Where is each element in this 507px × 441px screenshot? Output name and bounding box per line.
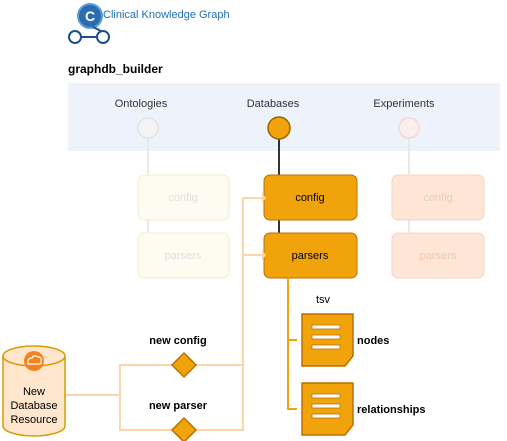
category-ontologies-label: Ontologies [115,98,168,110]
database-cylinder-icon [2,356,66,437]
ontologies-config-label: config [168,192,197,204]
relationships-connector [287,340,297,410]
file-icon [301,313,354,367]
experiments-config-label: config [423,192,452,204]
logo-initial: C [85,8,95,24]
cloud-icon [24,351,44,371]
experiments-parsers-label: parsers [420,250,457,262]
output-format-label: tsv [316,294,331,306]
diagram-title: graphdb_builder [68,62,163,76]
experiments-config-box[interactable] [391,174,485,221]
ontologies-parsers-label: parsers [165,250,202,262]
ckg-logo: C Clinical Knowledge Graph [68,3,230,44]
category-bar [68,83,500,151]
ontologies-parsers-box[interactable] [137,232,230,279]
databases-config-label: config [295,192,324,204]
category-experiments-label: Experiments [373,98,435,110]
logo-node-icon [68,30,82,44]
nodes-connector [287,278,297,341]
nodes-file[interactable] [301,313,354,367]
relationships-file[interactable] [301,382,354,436]
arrow-icon [262,250,266,260]
file-icon [301,382,354,436]
databases-parsers-label: parsers [292,250,329,262]
ontologies-node[interactable] [137,117,159,139]
resource-to-config-connector [60,364,172,396]
new-config-diamond[interactable] [170,351,198,379]
new-database-resource[interactable] [2,345,66,437]
arrow-icon [262,193,266,203]
new-parser-diamond[interactable] [170,416,198,441]
databases-node[interactable] [267,116,291,140]
new-parser-label: new parser [149,400,208,412]
resource-to-parser-connector [119,395,172,431]
new-resource-connectors [60,197,262,431]
parser-to-box-connector [196,254,262,431]
experiments-parsers-box[interactable] [391,232,485,279]
category-databases-label: Databases [247,98,300,110]
logo-circle-icon [78,4,102,28]
relationships-label: relationships [357,404,425,416]
logo-node-icon [96,30,110,44]
experiments-node[interactable] [398,117,420,139]
ontologies-config-box[interactable] [137,174,230,221]
logo-brand-text: Clinical Knowledge Graph [103,9,230,21]
new-config-label: new config [149,335,206,347]
resource-label-line3: Resource [10,414,57,426]
nodes-label: nodes [357,335,389,347]
output-connectors [287,278,297,410]
resource-label-line1: New [23,386,45,398]
resource-label-line2: Database [10,400,57,412]
